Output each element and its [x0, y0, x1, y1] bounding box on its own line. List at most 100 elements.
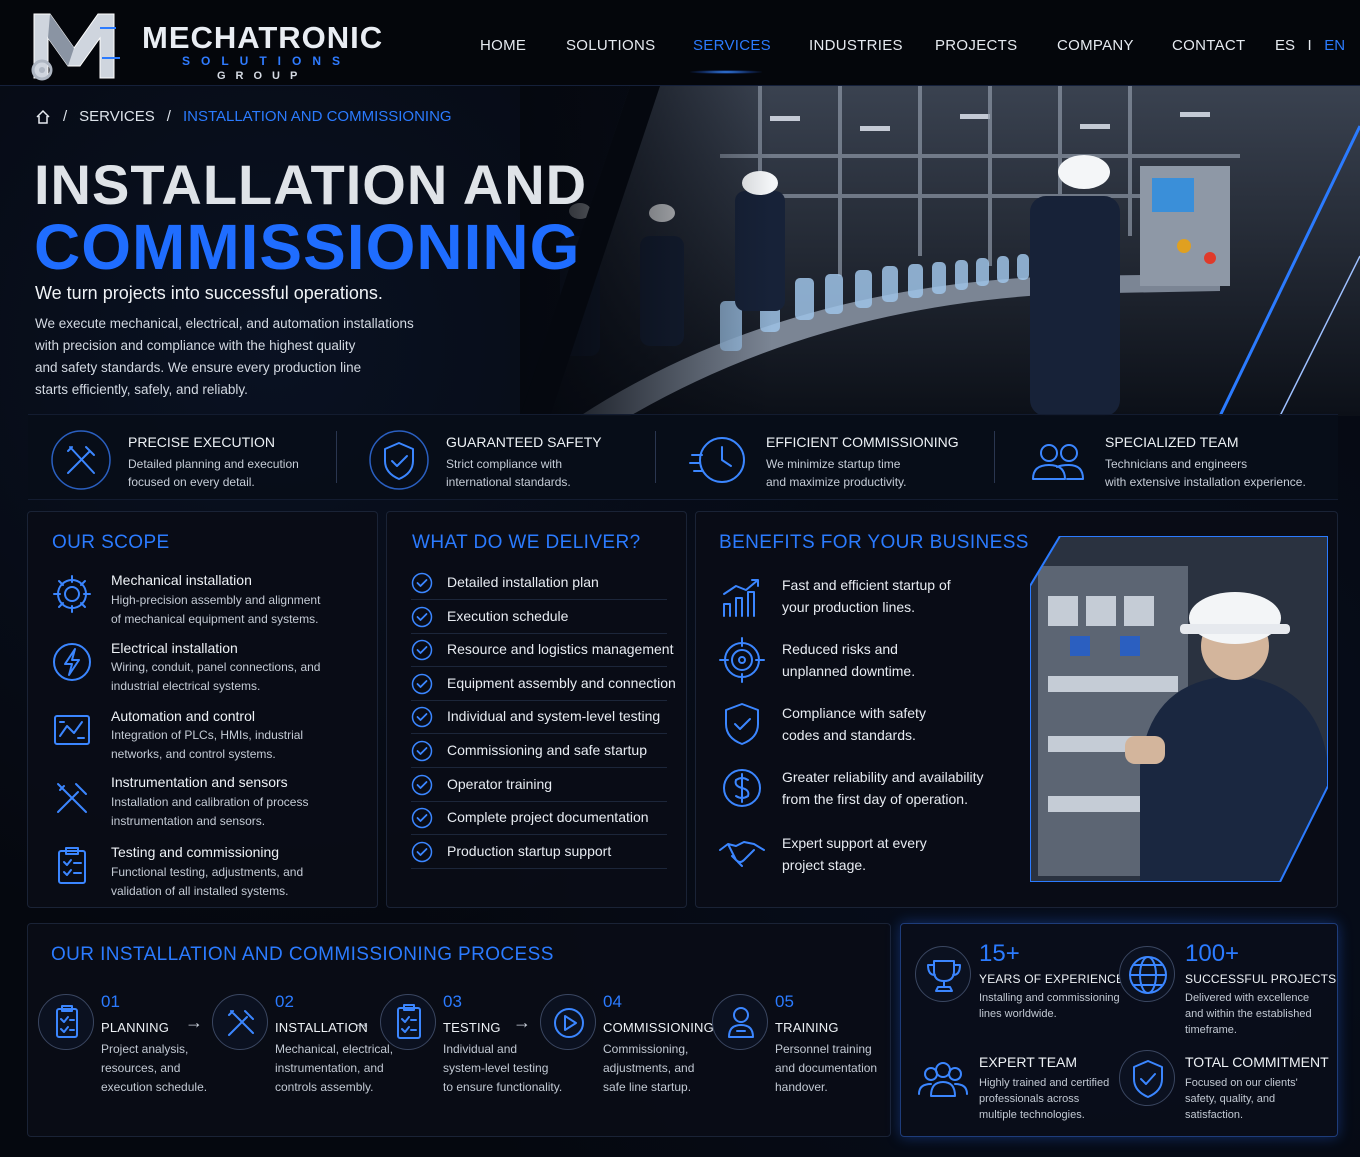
stat-desc-line: satisfaction. [1185, 1109, 1244, 1121]
deliver-item-label: Resource and logistics management [447, 641, 674, 658]
stat-number: 15+ [979, 940, 1020, 967]
deliver-item-label: Detailed installation plan [447, 574, 599, 590]
step-desc-line: Individual and [443, 1042, 518, 1056]
shield-check-icon [1119, 1050, 1175, 1106]
feature-desc-line: focused on every detail. [128, 475, 255, 489]
step-desc-line: handover. [775, 1080, 828, 1094]
step-desc-line: system-level testing [443, 1061, 549, 1075]
scope-desc-line: High-precision assembly and alignment [111, 593, 321, 607]
deliver-panel: WHAT DO WE DELIVER? Detailed installatio… [386, 511, 687, 908]
site-header: MECHATRONIC SOLUTIONS GROUP HOME SOLUTIO… [0, 0, 1360, 86]
lightning-icon [53, 643, 91, 681]
feature-desc-line: with extensive installation experience. [1105, 475, 1306, 489]
stat-desc-line: safety, quality, and [1185, 1093, 1276, 1105]
brand-logo[interactable]: MECHATRONIC SOLUTIONS GROUP [30, 6, 410, 82]
automation-icon [54, 715, 90, 745]
hero-lead-line: with precision and compliance with the h… [35, 338, 356, 353]
lang-en[interactable]: EN [1324, 37, 1346, 54]
benefit-line: Reduced risks and [782, 641, 898, 657]
process-panel: OUR INSTALLATION AND COMMISSIONING PROCE… [27, 923, 891, 1137]
feature-title: GUARANTEED SAFETY [446, 434, 602, 450]
tools-icon [212, 994, 268, 1050]
brand-name: MECHATRONIC [142, 20, 384, 55]
nav-services[interactable]: SERVICES [693, 37, 771, 54]
benefit-line: your production lines. [782, 599, 916, 615]
checklist-icon [380, 994, 436, 1050]
scope-desc-line: Wiring, conduit, panel connections, and [111, 660, 321, 674]
breadcrumb-services[interactable]: SERVICES [79, 108, 155, 125]
scope-desc-line: instrumentation and sensors. [111, 814, 266, 828]
team-icon [915, 1052, 971, 1108]
step-number: 04 [603, 992, 622, 1011]
check-circle-icon [411, 673, 433, 695]
deliver-item-label: Individual and system-level testing [447, 708, 661, 725]
feature-desc-line: and maximize productivity. [766, 475, 907, 489]
nav-industries[interactable]: INDUSTRIES [809, 37, 903, 54]
benefit-line: Expert support at every [782, 835, 927, 851]
hero-lead: We execute mechanical, electrical, and a… [35, 313, 415, 401]
deliver-item-label: Operator training [447, 775, 553, 792]
scope-desc-line: Integration of PLCs, HMIs, industrial [111, 728, 304, 742]
deliver-item-label: Execution schedule [447, 607, 569, 624]
breadcrumb-sep: / [63, 108, 68, 125]
check-circle-icon [411, 807, 433, 829]
stat-desc-line: Highly trained and certified [979, 1077, 1110, 1089]
lang-es[interactable]: ES [1275, 37, 1296, 54]
stat-label: YEARS OF EXPERIENCE [979, 972, 1125, 986]
deliver-item-label: Commissioning and safe startup [447, 742, 647, 758]
feature-desc: Strict compliance with international stan… [446, 455, 571, 491]
step-desc-line: resources, and [101, 1061, 181, 1075]
check-circle-icon [411, 774, 433, 795]
gear-icon [53, 575, 91, 613]
step-title: COMMISSIONING [603, 1020, 714, 1035]
deliver-item: Operator training [411, 772, 667, 802]
step-desc-line: adjustments, and [603, 1061, 695, 1075]
breadcrumb: / SERVICES / INSTALLATION AND COMMISSION… [35, 108, 452, 125]
check-circle-icon [411, 572, 433, 594]
nav-company[interactable]: COMPANY [1057, 37, 1134, 54]
nav-home[interactable]: HOME [480, 37, 527, 54]
scope-desc-line: Functional testing, adjustments, and [111, 865, 304, 879]
stat-label: SUCCESSFUL PROJECTS [1185, 972, 1337, 986]
dollar-icon [723, 769, 761, 807]
nav-projects[interactable]: PROJECTS [935, 37, 1018, 54]
deliver-item: Detailed installation plan [411, 570, 667, 600]
step-number: 05 [775, 992, 794, 1011]
deliver-item: Equipment assembly and connection [411, 671, 676, 701]
page-title-line1: INSTALLATION AND [34, 153, 588, 216]
nav-contact[interactable]: CONTACT [1172, 37, 1246, 54]
feature-specialized-team: SPECIALIZED TEAM Technicians and enginee… [1005, 415, 1335, 501]
hero-tagline: We turn projects into successful operati… [35, 283, 383, 303]
stat-desc-line: lines worldwide. [979, 1008, 1057, 1020]
step-desc-line: instrumentation, and [275, 1061, 384, 1075]
feature-desc-line: international standards. [446, 475, 571, 489]
panel-title: BENEFITS FOR YOUR BUSINESS [719, 532, 1029, 553]
stat-desc-line: timeframe. [1185, 1024, 1237, 1036]
nav-solutions[interactable]: SOLUTIONS [566, 37, 656, 54]
hero-image-bottling-line [520, 86, 1360, 416]
step-desc-line: execution schedule. [101, 1080, 208, 1094]
clipboard-icon [38, 994, 94, 1050]
stat-title: TOTAL COMMITMENT [1185, 1054, 1329, 1070]
step-desc: Mechanical, electrical,instrumentation, … [275, 1040, 393, 1097]
home-icon[interactable] [35, 109, 51, 125]
globe-icon [1119, 946, 1175, 1002]
divider [994, 431, 995, 483]
stat-number: 100+ [1185, 940, 1240, 967]
feature-desc-line: Strict compliance with [446, 457, 563, 471]
team-icon [1032, 444, 1084, 480]
check-circle-icon [411, 606, 433, 627]
deliver-item-label: Production startup support [447, 842, 612, 859]
benefit-line: Compliance with safety [782, 705, 926, 721]
benefit-line: from the first day of operation. [782, 791, 968, 807]
